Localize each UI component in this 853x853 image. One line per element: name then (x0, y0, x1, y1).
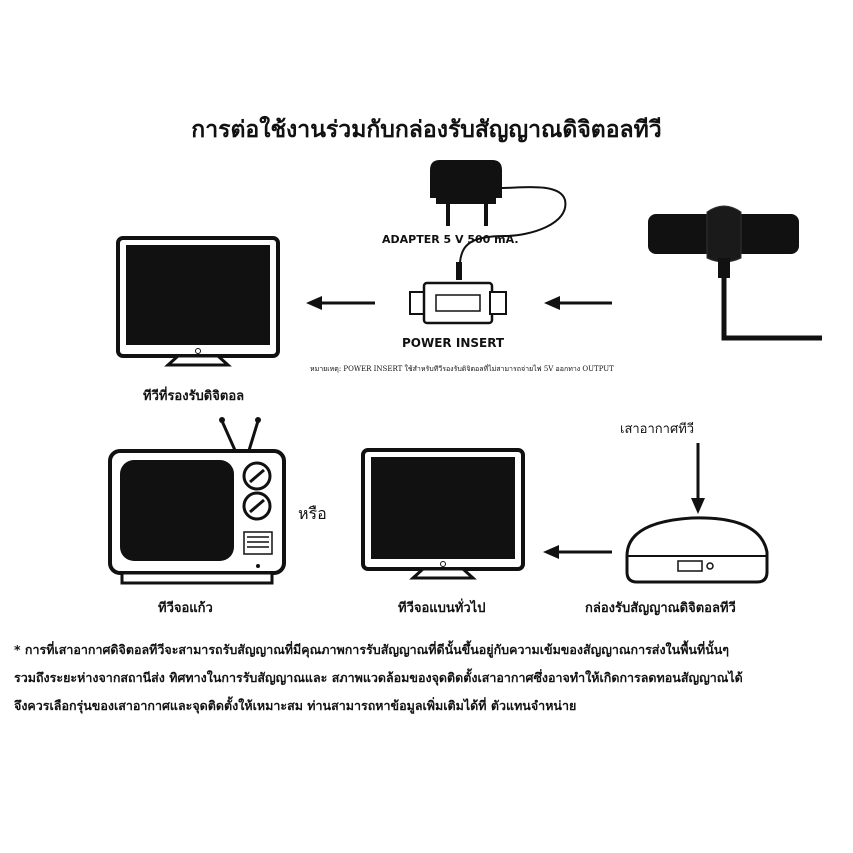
footnote-line-1: * การที่เสาอากาศดิจิตอลทีวีจะสามารถรับสั… (14, 642, 730, 657)
diagram-title: การต่อใช้งานร่วมกับกล่องรับสัญญาณดิจิตอล… (191, 117, 662, 143)
crt-tv-icon (108, 417, 286, 585)
or-label: หรือ (298, 504, 327, 523)
power-insert-label: POWER INSERT (402, 336, 505, 350)
flat-tv-icon (361, 448, 525, 580)
crt-tv-label: ทีวีจอแก้ว (158, 601, 213, 616)
set-top-box-icon (625, 516, 769, 584)
power-insert-note: หมายเหตุ: POWER INSERT ใช้สำหรับทีวีรองร… (310, 365, 614, 373)
arrow-to-flat-tv (543, 545, 612, 559)
adapter-label: ADAPTER 5 V 500 mA. (382, 233, 519, 246)
arrow-to-power-insert (544, 296, 612, 310)
tv-antenna-label: เสาอากาศทีวี (620, 422, 695, 437)
digital-antenna-icon (648, 205, 822, 341)
set-top-box-label: กล่องรับสัญญาณดิจิตอลทีวี (585, 601, 736, 616)
digital-tv-icon (116, 236, 280, 367)
footnote-line-3: จึงควรเลือกรุ่นของเสาอากาศและจุดติดตั้งใ… (14, 698, 577, 713)
arrow-to-digital-tv (306, 296, 375, 310)
power-adapter-icon (430, 160, 567, 263)
arrow-to-set-top-box (691, 443, 705, 514)
digital-tv-label: ทีวีที่รองรับดิจิตอล (143, 389, 245, 404)
flat-tv-label: ทีวีจอแบนทั่วไป (398, 601, 486, 616)
footnote-line-2: รวมถึงระยะห่างจากสถานีส่ง ทิศทางในการรับ… (14, 670, 743, 685)
power-insert-icon (409, 262, 507, 325)
